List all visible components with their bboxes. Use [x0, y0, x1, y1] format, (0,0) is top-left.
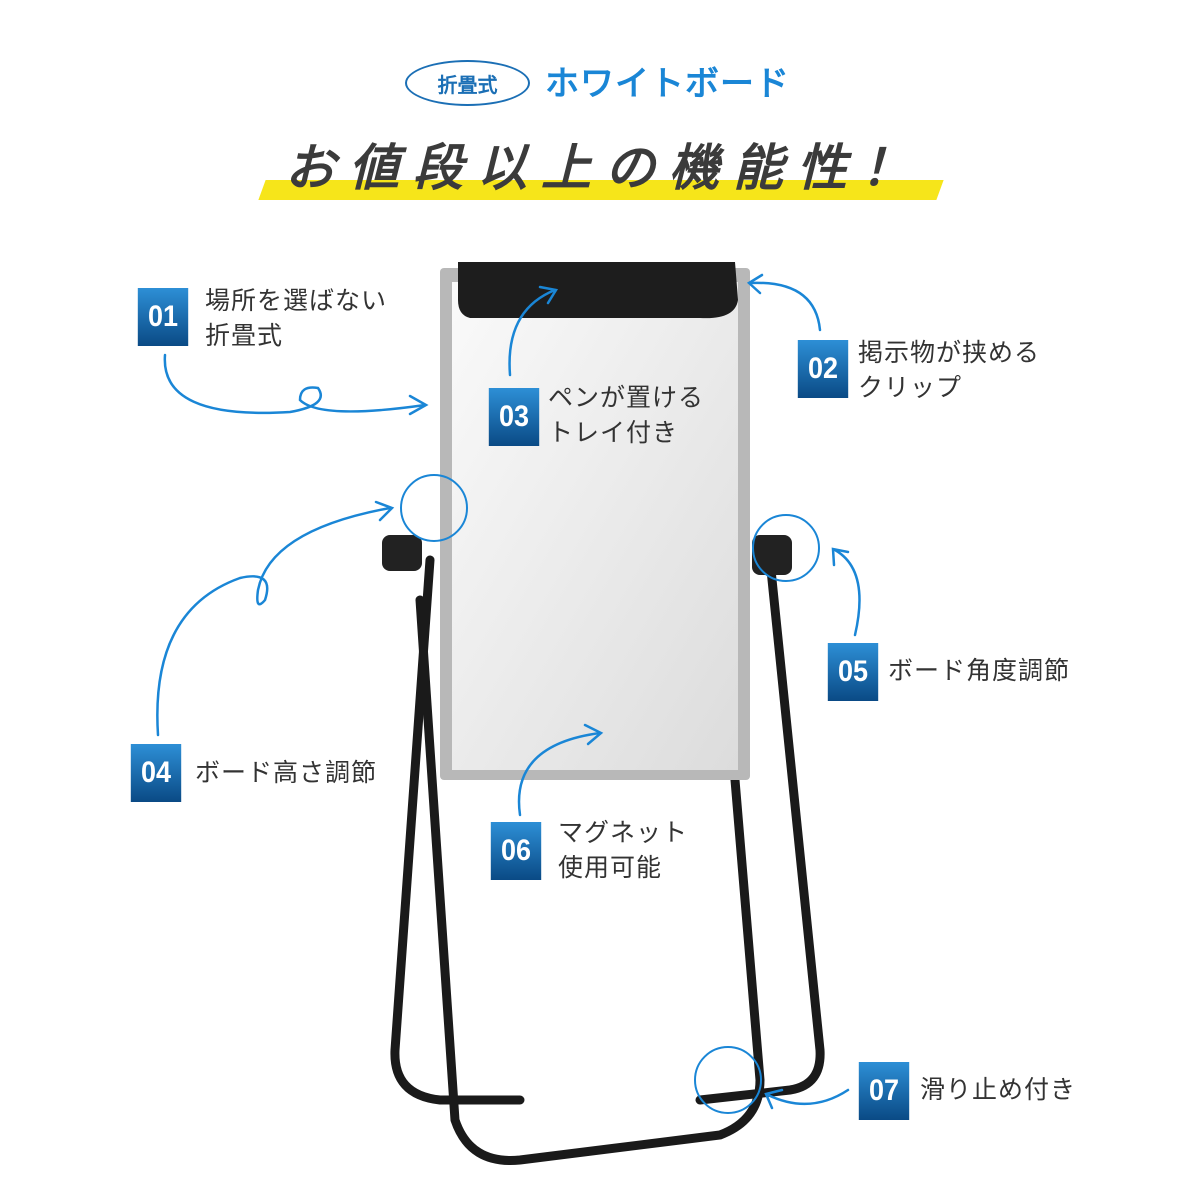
label-line: 掲示物が挟める — [858, 338, 1041, 367]
board-surface — [452, 282, 738, 770]
feature-label-04: ボード高さ調節 — [195, 758, 378, 787]
feature-badge-05: 05 — [827, 643, 879, 701]
knob-right — [752, 535, 792, 575]
label-line: トレイ付き — [548, 418, 679, 447]
feature-badge-04: 04 — [130, 744, 182, 802]
label-line: 使用可能 — [558, 853, 663, 882]
feature-badge-03: 03 — [488, 388, 540, 446]
label-line: 折畳式 — [205, 321, 284, 350]
feature-badge-07: 07 — [858, 1062, 910, 1120]
subtitle: ホワイトボード — [545, 64, 790, 104]
stand-leg-left — [390, 555, 525, 1105]
label-line: ペンが置ける — [548, 383, 705, 412]
label-line: クリップ — [858, 373, 963, 402]
feature-label-02: 掲示物が挟めるクリップ — [858, 335, 1040, 405]
feature-label-06: マグネット使用可能 — [558, 815, 688, 885]
feature-badge-06: 06 — [490, 822, 542, 880]
stand-leg-right — [695, 555, 825, 1105]
label-line: 場所を選ばない — [205, 286, 388, 315]
feature-label-01: 場所を選ばない折畳式 — [205, 283, 387, 353]
label-line: マグネット — [558, 818, 689, 847]
page-title: お値段以上の機能性！ — [285, 139, 925, 197]
feature-badge-02: 02 — [797, 340, 849, 398]
feature-label-07: 滑り止め付き — [920, 1075, 1077, 1104]
knob-left — [382, 535, 422, 571]
folding-bubble: 折畳式 — [405, 60, 530, 106]
pen-tray — [458, 262, 738, 319]
feature-label-05: ボード角度調節 — [888, 656, 1071, 685]
feature-badge-01: 01 — [137, 288, 189, 346]
stand-base — [415, 595, 765, 1165]
feature-label-03: ペンが置けるトレイ付き — [548, 380, 704, 450]
